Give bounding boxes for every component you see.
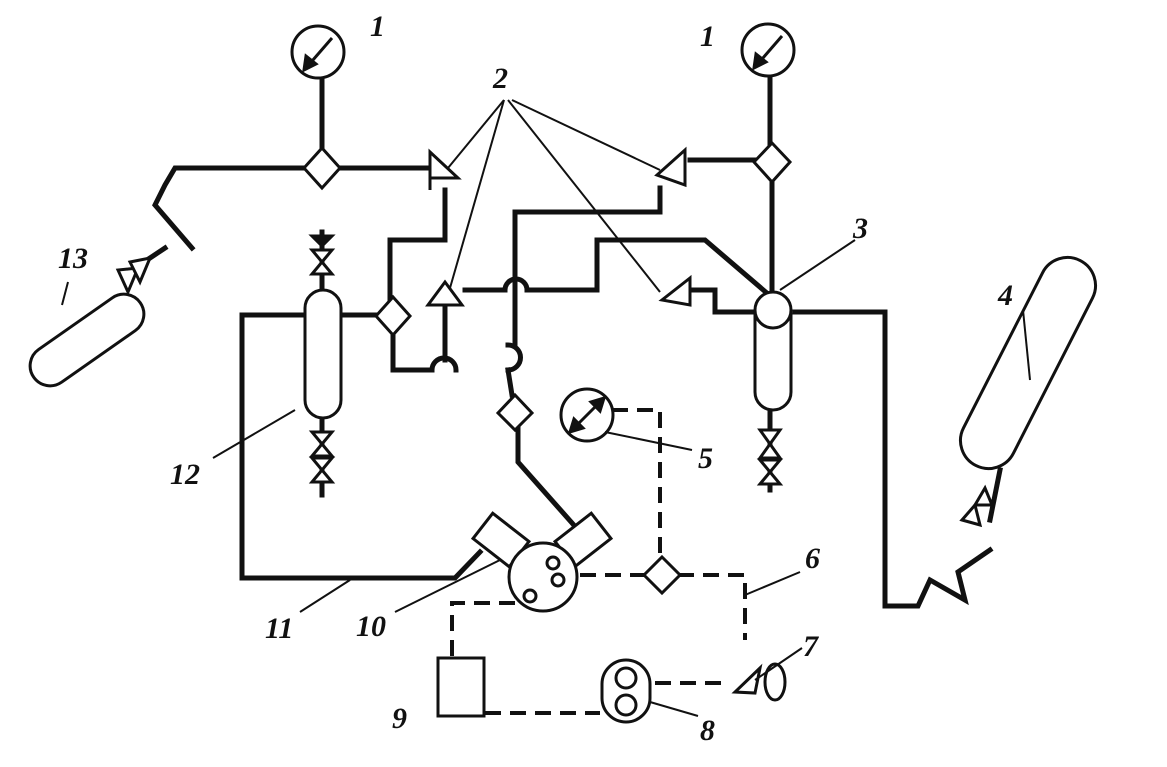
label-cylinder-left: 13: [58, 242, 88, 275]
pipe-jump-d: [505, 342, 523, 373]
label-separator-left: 12: [170, 458, 200, 491]
dash-line-6: [678, 573, 747, 640]
check-valve-c: [654, 146, 687, 188]
pipe-valve-b-right-2: [524, 237, 779, 304]
labels: 1 1 2 3 4 5 6 7 8 9 10 11 12 13: [58, 10, 1013, 747]
separator-left: [303, 234, 343, 484]
gauge-left: [290, 24, 346, 80]
pipe-right-to-cyl4: [792, 309, 994, 609]
check-valve-e: [658, 274, 692, 307]
pipe-valve-c-line: [512, 185, 663, 348]
pipe-left-supply: [152, 165, 313, 252]
check-valve-a: [428, 148, 462, 190]
gauge-middle: [559, 387, 615, 443]
pipe-jump-b: [429, 355, 459, 373]
pipe-down-to-gauge5: [505, 367, 515, 398]
pipe-valve-e: [687, 287, 758, 315]
pipe-cyl4-neck: [987, 467, 1003, 523]
pipe-line-11: [239, 312, 484, 581]
tees: [301, 140, 793, 596]
check-valves: [425, 146, 787, 702]
dash-gauge5-down: [612, 408, 662, 560]
label-cylinder-right: 4: [997, 279, 1013, 312]
pipe-gauge5-to-mixer: [515, 425, 584, 536]
label-check-valves: 2: [492, 62, 508, 95]
tee-dashed: [641, 554, 683, 596]
label-gauge-right: 1: [700, 20, 715, 53]
check-valve-b: [425, 279, 465, 307]
label-unit-9: 9: [392, 702, 407, 735]
mixer-unit: [470, 511, 614, 613]
label-valve-bottom: 7: [803, 630, 819, 663]
leader-lines: [61, 99, 1031, 717]
label-gauge-left: 1: [370, 10, 385, 43]
tee-right-top: [751, 140, 793, 185]
pipe-valve-a-down: [387, 187, 448, 303]
label-unit-8: 8: [700, 714, 715, 747]
label-separator-right: 3: [852, 212, 868, 245]
label-mixer: 10: [356, 610, 386, 643]
label-gauge-middle: 5: [698, 442, 713, 475]
cylinder-left: [28, 244, 169, 388]
cylinder-right: [959, 255, 1097, 528]
dash-mixer-to-9: [450, 601, 515, 660]
unit-9: [436, 656, 486, 718]
separator-right: [753, 290, 793, 486]
label-line-11: 11: [265, 612, 293, 645]
check-valve-7: [731, 662, 787, 702]
tee-gauge5: [495, 392, 535, 433]
control-lines: [450, 408, 747, 715]
pipe-tee-to-valve-d: [390, 332, 435, 373]
tee-left-top: [301, 145, 343, 191]
unit-8: [600, 658, 652, 724]
label-dashed-line: 6: [805, 542, 820, 575]
gauge-right: [740, 22, 796, 78]
tee-left-mid: [373, 294, 413, 338]
